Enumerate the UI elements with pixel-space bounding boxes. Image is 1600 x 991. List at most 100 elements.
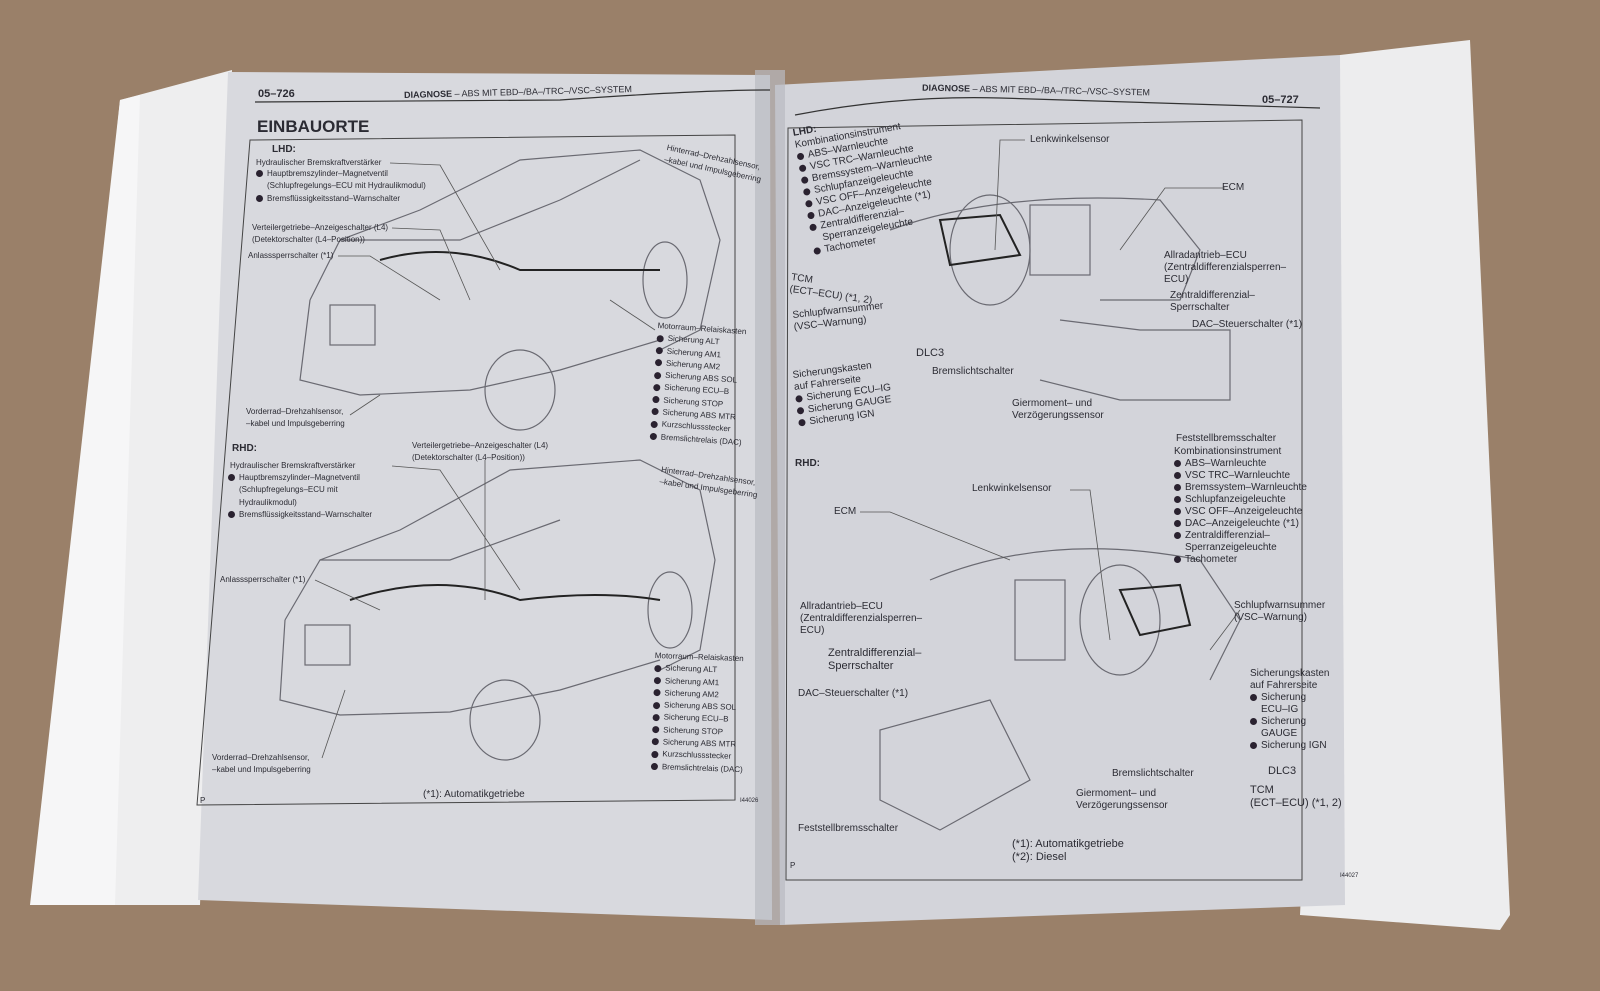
bullet-icon (653, 383, 661, 392)
label-line: Sperrschalter (1170, 302, 1230, 313)
left-page-number: 05–726 (258, 88, 295, 100)
right-page-stack (1300, 40, 1510, 930)
label-line: Schlupfwarnsummer (1234, 600, 1326, 611)
header-dash: – (972, 83, 978, 94)
r-rhd-ecm: ECM (834, 506, 857, 517)
r-lhd-fuse-box: Sicherungskasten auf Fahrerseite Sicheru… (792, 358, 895, 429)
list-item-text: Sicherung STOP (663, 725, 724, 737)
list-item-text: Sicherung ALT (667, 334, 720, 347)
bullet-icon (653, 689, 661, 697)
bullet-icon (1174, 471, 1181, 479)
label-line: (Detektorschalter (L4–Position)) (412, 453, 525, 463)
lhd-park-switch: Anlasssperrschalter (*1) (248, 251, 334, 260)
label-line: TCM (1250, 784, 1274, 796)
list-item: ABS–Warnleuchte (1174, 458, 1307, 470)
bullet-icon (651, 408, 659, 416)
label-line: Allradantrieb–ECU (1164, 250, 1247, 261)
page-heading: EINBAUORTE (257, 117, 370, 136)
list-item-text: Bremssystem–Warnleuchte (1185, 482, 1307, 493)
right-figure-code: I44027 (1340, 873, 1359, 879)
r-lhd-dac-switch: DAC–Steuerschalter (*1) (1192, 319, 1303, 330)
rhd-transfer-switch: Verteilergetriebe–Anzeigeschalter (L4)(D… (412, 440, 548, 465)
bullet-icon (651, 738, 659, 746)
lhd-car-drawing (299, 149, 721, 431)
bullet-icon (798, 164, 807, 173)
lhd-label: LHD: (272, 144, 296, 155)
list-item-text: Sicherung (1261, 692, 1307, 703)
r-rhd-stop-switch: Bremslichtschalter (1112, 768, 1194, 779)
list-item-text: Sicherung (1261, 716, 1307, 727)
rhd-dashboard-drawing (879, 548, 1241, 831)
list-item: ECU–IG (1250, 704, 1330, 716)
list-item-text: Sicherung AM1 (666, 346, 722, 360)
list-item-text: Sicherung AM2 (664, 688, 719, 700)
r-lhd-parking-brake: Feststellbremsschalter (1176, 433, 1277, 444)
r-rhd-dac-switch: DAC–Steuerschalter (*1) (798, 688, 909, 699)
list-item-text: Schlupfanzeigeleuchte (1185, 494, 1286, 505)
r-lhd-ecm: ECM (1222, 182, 1245, 193)
list-item-text: ABS–Warnleuchte (1185, 458, 1267, 469)
list-item: Bremsflüssigkeitsstand–Warnschalter (267, 193, 401, 203)
header-section: DIAGNOSE (921, 82, 971, 94)
list-item-text: Sicherung ABS MTR (662, 737, 737, 749)
bullet-icon (650, 420, 658, 428)
lhd-booster-list: Hauptbremszylinder–Magnetventil (Schlupf… (256, 168, 426, 205)
label-line: Giermoment– und (1076, 788, 1157, 799)
bullet-icon (796, 152, 805, 161)
label-line: Verteilergetriebe–Anzeigeschalter (L4) (252, 223, 389, 232)
footnote: (*2): Diesel (1012, 850, 1067, 863)
r-rhd-label: RHD: (795, 458, 820, 469)
bullet-icon (800, 175, 809, 184)
list-item-text: Sicherung IGN (1261, 740, 1327, 751)
label-line: –kabel und Impulsgeberring (246, 419, 345, 429)
label-line: (Zentraldifferenzialsperren– (800, 613, 923, 624)
list-item-text: Sicherung AM2 (665, 358, 721, 372)
left-corner-mark: P (200, 796, 206, 805)
label-line: Verzögerungssensor (1012, 410, 1104, 421)
label-line: (ECT–ECU) (*1, 2) (1250, 796, 1342, 809)
header-dash: – (454, 88, 460, 99)
left-footnote: (*1): Automatikgetriebe (423, 789, 525, 800)
label-line: ECU) (1164, 274, 1189, 285)
list-item-text: GAUGE (1261, 728, 1298, 739)
bullet-icon (652, 395, 660, 404)
left-figure-code: I44026 (740, 798, 759, 804)
bullet-icon (798, 418, 806, 427)
label-line: (VSC–Warnung) (1234, 612, 1307, 623)
bullet-icon (796, 406, 805, 415)
bullet-icon (256, 194, 263, 202)
cluster-label: Kombinationsinstrument (1174, 446, 1282, 457)
bullet-icon (228, 511, 235, 519)
bullet-icon (1174, 483, 1181, 491)
label-line: auf Fahrerseite (1250, 680, 1318, 691)
label-line: (Detektorschalter (L4–Position)) (252, 235, 365, 245)
list-item: Bremssystem–Warnleuchte (1174, 482, 1307, 494)
list-item: GAUGE (1250, 728, 1330, 740)
label-line: ECU) (800, 625, 825, 636)
list-item: Hauptbremszylinder–Magnetventil (267, 169, 388, 178)
label-line: Sperrschalter (828, 659, 894, 672)
label-line: –kabel und Impulsgeberring (212, 765, 311, 775)
label-line: (Zentraldifferenzialsperren– (1164, 262, 1287, 273)
list-item: Sicherung (1250, 716, 1330, 728)
bullet-icon (653, 371, 662, 379)
r-rhd-dlc3: DLC3 (1268, 765, 1297, 777)
list-item: (Schlupfregelungs–ECU mit (239, 485, 338, 495)
list-item: VSC OFF–Anzeigeleuchte (1174, 506, 1307, 518)
label-line: Giermoment– und (1012, 398, 1093, 409)
r-lhd-stop-switch: Bremslichtschalter (932, 366, 1014, 377)
list-item: Schlupfanzeigeleuchte (1174, 494, 1307, 506)
list-item-text: ECU–IG (1261, 704, 1299, 715)
list-item-text: Tachometer (1185, 554, 1238, 565)
r-rhd-fuse-box: Sicherungskasten auf Fahrerseite Sicheru… (1250, 668, 1330, 752)
bullet-icon (1174, 555, 1181, 563)
list-item: Zentraldifferenzial– (1174, 530, 1307, 542)
list-item: (Schlupfregelungs–ECU mit Hydraulikmodul… (267, 181, 426, 191)
bullet-icon (652, 713, 660, 722)
